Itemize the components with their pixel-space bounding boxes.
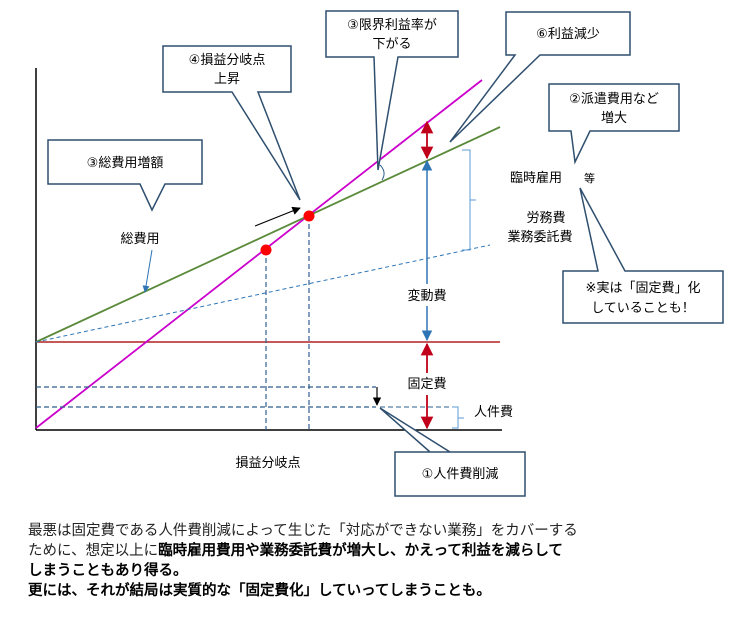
caption-line2-plain: ために、想定以上に bbox=[28, 543, 159, 559]
label-labor-cost-1: 労務費 bbox=[526, 211, 565, 226]
old-total-cost-line bbox=[35, 244, 491, 343]
label-personnel-cost: 人件費 bbox=[474, 405, 513, 420]
caption-line3-text: しまうこともあり得る。 bbox=[28, 563, 188, 579]
caption-line2-bold1: 臨時雇用費用や業務委託費 bbox=[158, 543, 333, 559]
caption-line-1: 最悪は固定費である人件費削減によって生じた「対応ができない業務」をカバーする bbox=[28, 521, 728, 541]
callout-total-cost-increase bbox=[47, 139, 203, 212]
old-break-even-point bbox=[260, 244, 272, 256]
angle-mark bbox=[379, 164, 385, 181]
label-variable-cost: 変動費 bbox=[407, 288, 446, 304]
callout-fixed-note-text1: ※実は「固定費」化 bbox=[586, 280, 701, 296]
label-etc: 等 bbox=[584, 171, 595, 185]
callout-labor-cut bbox=[379, 407, 526, 497]
label-labor-cost-2: 業務委託費 bbox=[507, 229, 572, 245]
callout-labor-cut-text: ①人件費削減 bbox=[422, 466, 499, 482]
caption-line-4: 更には、それが結局は実質的な「固定費化」していってしまうことも。 bbox=[28, 581, 728, 601]
label-temp-employment: 臨時雇用 bbox=[510, 170, 562, 186]
label-fixed-cost: 固定費 bbox=[407, 377, 446, 392]
callout-temp-cost-text1: ②派遣費用など bbox=[569, 92, 659, 107]
callout-bep-rise-text1: ④損益分岐点 bbox=[189, 53, 266, 68]
callout-temp-cost-text2: 増大 bbox=[601, 111, 627, 126]
caption-line-2: ために、想定以上に臨時雇用費用や業務委託費が増大し、かえって利益を減らして bbox=[28, 541, 728, 561]
variable-cost-label-bg bbox=[400, 284, 454, 306]
callout-total-cost-increase-text: ③総費用増額 bbox=[87, 156, 164, 171]
new-break-even-point bbox=[303, 210, 315, 222]
caption-line4-text: 更には、それが結局は実質的な「固定費化」していってしまうことも。 bbox=[28, 583, 491, 599]
caption-line-3: しまうこともあり得る。 bbox=[28, 561, 728, 581]
revenue-line bbox=[35, 79, 483, 429]
label-break-even: 損益分岐点 bbox=[235, 456, 300, 471]
callout-temp-cost bbox=[548, 83, 680, 165]
caption-line2-plain2: が増大し、かえって bbox=[332, 543, 462, 559]
callout-bep-rise-text2: 上昇 bbox=[214, 72, 240, 87]
callout-margin-rate-text2: 下がる bbox=[372, 37, 411, 52]
callout-fixed-note bbox=[562, 187, 724, 324]
cost-volume-profit-diagram: ③総費用増額 ④損益分岐点 上昇 ③限界利益率が 下がる ⑥利益減少 ②派遣費用… bbox=[35, 10, 724, 497]
callout-margin-rate-text1: ③限界利益率が bbox=[347, 17, 437, 33]
bep-pointer-arrow bbox=[254, 206, 301, 227]
callout-fixed-note-text2: していることも！ bbox=[591, 301, 695, 316]
label-total-cost: 総費用 bbox=[120, 232, 159, 247]
caption-line1-text: 最悪は固定費である人件費削減によって生じた「対応ができない業務」をカバーする bbox=[28, 523, 578, 539]
callout-bep-rise bbox=[162, 45, 301, 201]
callout-profit-decrease bbox=[449, 11, 631, 143]
fixed-cost-label-bg bbox=[400, 373, 454, 395]
caption-line2-bold2: 利益を減らして bbox=[461, 543, 563, 559]
explanation-caption: 最悪は固定費である人件費削減によって生じた「対応ができない業務」をカバーする た… bbox=[28, 521, 728, 601]
total-cost-label-pointer bbox=[142, 249, 153, 293]
callout-profit-decrease-text: ⑥利益減少 bbox=[536, 26, 600, 42]
temp-cost-bracket bbox=[462, 149, 476, 251]
callout-margin-rate bbox=[325, 10, 459, 171]
personnel-bracket bbox=[452, 406, 464, 429]
